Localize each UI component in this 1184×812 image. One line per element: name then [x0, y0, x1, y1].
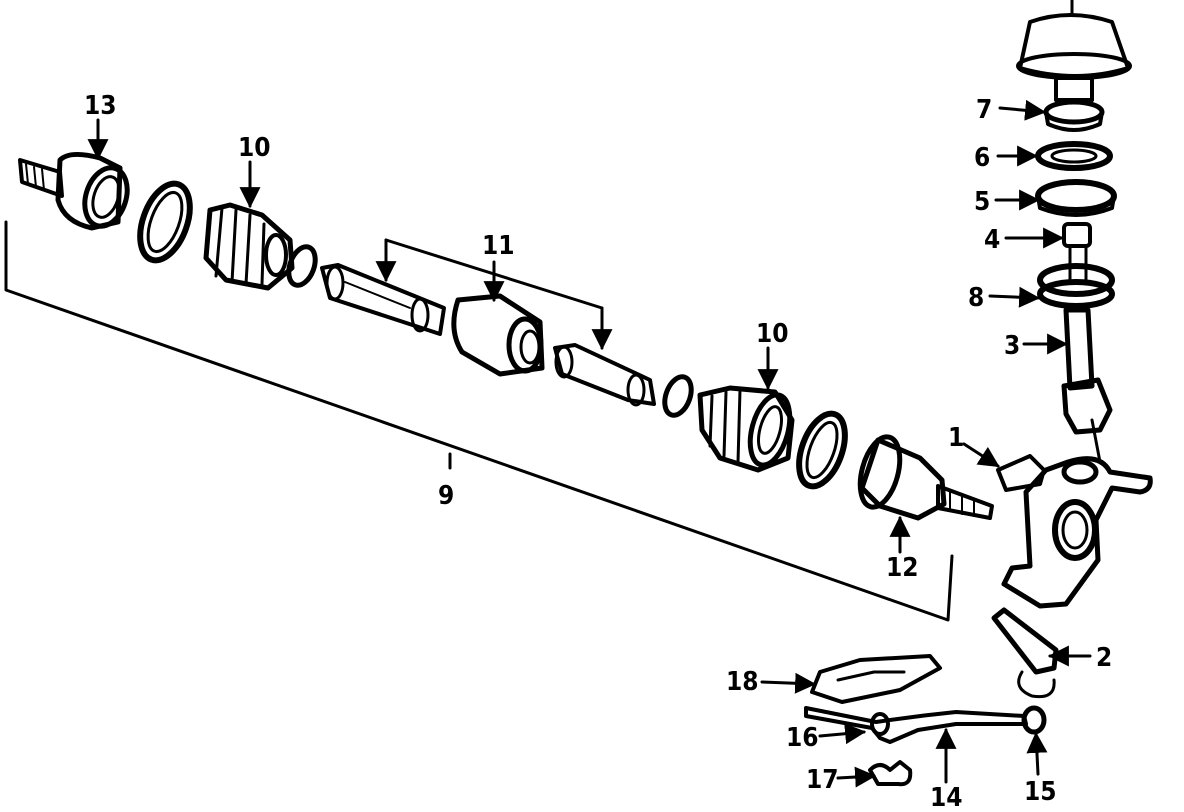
callout-10-left: 10 [238, 133, 271, 163]
clamp-ring-right [662, 374, 694, 418]
snap-ring-right [796, 410, 848, 490]
callout-5: 5 [974, 187, 990, 217]
stabilizer-link-bracket [810, 654, 942, 704]
callout-11: 11 [482, 231, 515, 261]
leader-7 [998, 99, 1047, 121]
callout-15: 15 [1024, 777, 1057, 807]
intermediate-shaft-center [451, 293, 545, 377]
intermediate-shaft-left [320, 263, 446, 336]
spring-seat [1035, 179, 1117, 217]
strut-top-mount [1016, 0, 1132, 102]
cv-boot-right [697, 385, 795, 473]
bearing-plate [1043, 99, 1105, 132]
stabilizer-bar [804, 706, 1028, 744]
callout-7: 7 [976, 95, 992, 125]
callout-1: 1 [948, 423, 964, 453]
leader-8 [988, 286, 1041, 308]
bearing [1035, 141, 1113, 171]
callout-13: 13 [84, 91, 117, 121]
coil-spring [1037, 263, 1115, 309]
cv-boot-left [203, 202, 295, 291]
callout-12: 12 [886, 553, 919, 583]
bumper [1062, 222, 1092, 282]
callout-4: 4 [984, 225, 1000, 255]
callout-17: 17 [806, 765, 839, 795]
callout-18: 18 [726, 667, 759, 697]
callout-16: 16 [786, 723, 819, 753]
callout-9: 9 [438, 481, 454, 511]
leader-16 [818, 723, 867, 745]
clamp-bolt [868, 760, 913, 787]
callout-leaders [87, 99, 1092, 788]
callout-10-right: 10 [756, 319, 789, 349]
callout-14: 14 [930, 783, 963, 812]
callout-8: 8 [968, 283, 984, 313]
callout-6: 6 [974, 143, 990, 173]
callout-3: 3 [1004, 331, 1020, 361]
leader-18 [760, 672, 817, 694]
callout-labels: 13 10 11 10 9 12 7 6 5 4 8 3 1 2 18 16 1… [84, 91, 1112, 812]
axle-shaft-assembly [4, 152, 994, 622]
steering-knuckle [1001, 418, 1153, 609]
callout-2: 2 [1096, 643, 1112, 673]
inner-cv-joint [18, 152, 130, 231]
tie-rod-end-bracket [996, 454, 1046, 492]
leader-15 [1026, 731, 1048, 776]
outer-cv-joint [857, 434, 994, 521]
snap-ring-left [137, 180, 193, 264]
assembly-bracket [4, 220, 954, 622]
strut-assembly [1016, 0, 1132, 435]
strut-body [1061, 307, 1113, 435]
leader-17 [836, 766, 877, 788]
intermediate-shaft-right [553, 343, 656, 407]
ball-joint [991, 607, 1059, 699]
leader-1 [962, 442, 1000, 468]
clamp-ring-left [286, 244, 318, 288]
